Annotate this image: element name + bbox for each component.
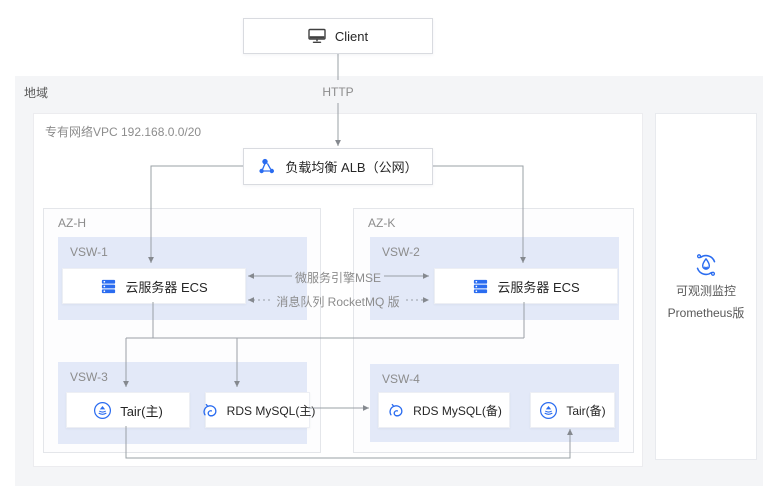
tair-backup-label: Tair(备) — [566, 403, 606, 418]
rds-primary-label: RDS MySQL(主) — [226, 403, 316, 418]
alb-node[interactable]: 负载均衡 ALB（公网） — [243, 148, 433, 185]
region-label: 地域 — [24, 86, 49, 100]
rocketmq-link-label: 消息队列 RocketMQ 版 — [276, 295, 400, 309]
monitor-title: 可观测监控 — [675, 283, 736, 298]
prometheus-monitor-panel[interactable]: 可观测监控 Prometheus版 — [655, 113, 757, 460]
http-link-label: HTTP — [322, 85, 354, 99]
vsw-3-panel: VSW-3 Tair(主) — [58, 362, 315, 444]
client-label: Client — [334, 28, 369, 44]
alb-icon — [258, 158, 276, 175]
vsw-1-label: VSW-1 — [70, 245, 108, 259]
tair-primary-node[interactable]: Tair(主) — [66, 392, 190, 428]
vsw-2-label: VSW-2 — [382, 245, 420, 259]
az-h-label: AZ-H — [58, 216, 86, 230]
client-node[interactable]: Client — [243, 18, 433, 54]
tair-primary-label: Tair(主) — [120, 403, 163, 419]
rds-backup-label: RDS MySQL(备) — [413, 403, 502, 418]
region-container: 地域 专有网络VPC 192.168.0.0/20 AZ-H VSW-1 — [15, 76, 763, 486]
az-h-panel: AZ-H VSW-1 — [43, 208, 321, 453]
alb-label: 负载均衡 ALB（公网） — [285, 160, 418, 175]
ecs-icon — [472, 278, 489, 295]
ecs-label: 云服务器 ECS — [125, 279, 208, 295]
az-k-panel: AZ-K VSW-2 — [353, 208, 634, 453]
rds-backup-node[interactable]: RDS MySQL(备) — [378, 392, 510, 428]
tair-backup-node[interactable]: Tair(备) — [530, 392, 615, 428]
ecs-icon — [100, 278, 117, 295]
monitor-edition: Prometheus版 — [667, 305, 745, 320]
vsw-4-label: VSW-4 — [382, 372, 420, 386]
monitor-icon — [308, 28, 326, 44]
tair-icon — [93, 401, 112, 420]
rds-mysql-icon — [200, 401, 219, 420]
mse-link-label: 微服务引擎MSE — [294, 271, 381, 285]
ecs-label: 云服务器 ECS — [497, 279, 580, 295]
ecs-node-az-h[interactable]: 云服务器 ECS — [62, 268, 246, 304]
tair-icon — [539, 401, 558, 420]
vsw-4-panel: VSW-4 RDS MySQL(备) — [370, 364, 619, 442]
ecs-node-az-k[interactable]: 云服务器 ECS — [434, 268, 618, 304]
vpc-label: 专有网络VPC 192.168.0.0/20 — [45, 125, 202, 139]
prometheus-icon — [693, 252, 719, 278]
az-k-label: AZ-K — [368, 216, 396, 230]
vsw-3-label: VSW-3 — [70, 370, 108, 384]
rds-primary-node[interactable]: RDS MySQL(主) — [203, 392, 315, 428]
rds-mysql-icon — [386, 401, 405, 420]
